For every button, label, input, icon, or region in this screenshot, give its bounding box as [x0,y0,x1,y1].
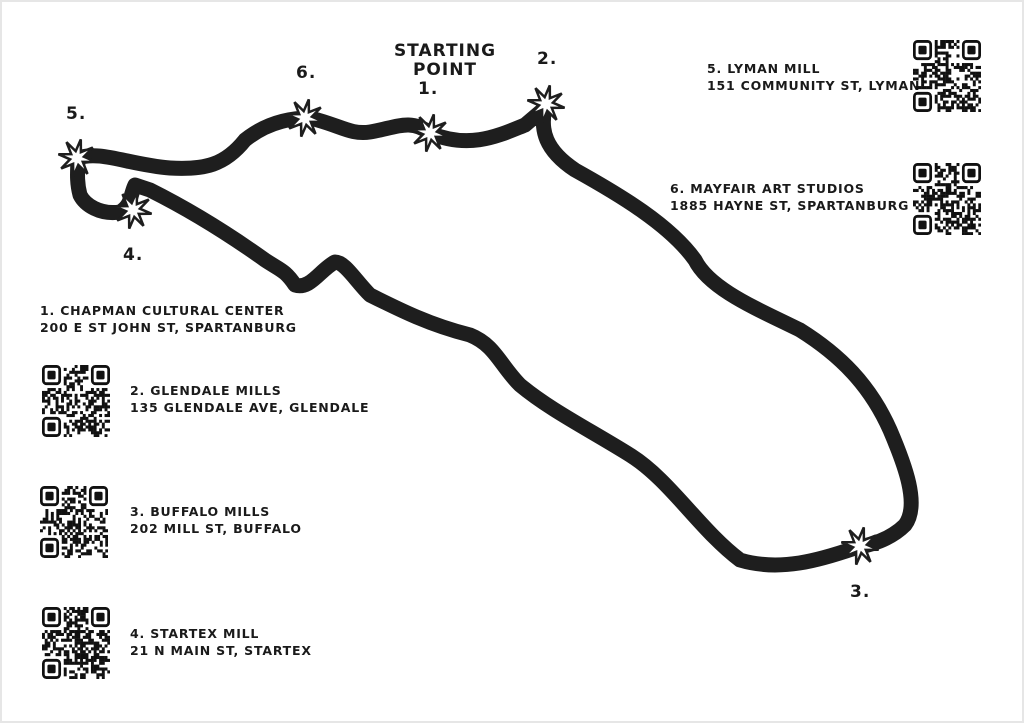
star-marker-2-icon [526,84,566,124]
qr-code-4[interactable] [42,607,111,680]
location-2: 2. GLENDALE MILLS 135 GLENDALE AVE, GLEN… [130,382,369,416]
location-address: 202 MILL ST, BUFFALO [130,521,302,536]
location-address: 21 N MAIN ST, STARTEX [130,643,312,658]
starting-point-label: STARTING POINT [393,41,497,80]
star-marker-6-icon [285,98,325,138]
marker-label-4: 4. [123,245,144,265]
marker-label-1: 1. [418,79,439,99]
star-marker-1-icon [410,113,450,153]
qr-code-3[interactable] [40,486,109,559]
qr-pattern-icon [40,486,109,559]
marker-label-3: 3. [850,582,871,602]
location-address: 200 E ST JOHN ST, SPARTANBURG [40,320,297,335]
marker-label-5: 5. [66,104,87,124]
route-path [70,100,919,573]
qr-pattern-icon [913,40,982,113]
qr-code-6[interactable] [913,163,982,236]
location-name: 1. CHAPMAN CULTURAL CENTER [40,303,285,318]
location-address: 1885 HAYNE ST, SPARTANBURG [670,198,910,213]
marker-label-2: 2. [537,49,558,69]
qr-pattern-icon [913,163,982,236]
qr-pattern-icon [42,607,111,680]
qr-pattern-icon [42,365,111,438]
location-4: 4. STARTEX MILL 21 N MAIN ST, STARTEX [130,625,312,659]
location-address: 151 COMMUNITY ST, LYMAN [707,78,921,93]
location-6: 6. MAYFAIR ART STUDIOS 1885 HAYNE ST, SP… [670,180,909,214]
location-1: 1. CHAPMAN CULTURAL CENTER 200 E ST JOHN… [40,302,297,336]
location-name: 5. LYMAN MILL [707,61,821,76]
star-marker-5-icon [57,138,97,178]
qr-code-5[interactable] [913,40,982,113]
location-address: 135 GLENDALE AVE, GLENDALE [130,400,370,415]
location-3: 3. BUFFALO MILLS 202 MILL ST, BUFFALO [130,503,302,537]
marker-label-6: 6. [296,63,317,83]
location-name: 3. BUFFALO MILLS [130,504,271,519]
location-name: 2. GLENDALE MILLS [130,383,282,398]
location-name: 6. MAYFAIR ART STUDIOS [670,181,865,196]
qr-code-2[interactable] [42,365,111,438]
star-marker-3-icon [840,526,880,566]
star-marker-4-icon [113,190,153,230]
location-5: 5. LYMAN MILL 151 COMMUNITY ST, LYMAN [707,60,920,94]
location-name: 4. STARTEX MILL [130,626,260,641]
